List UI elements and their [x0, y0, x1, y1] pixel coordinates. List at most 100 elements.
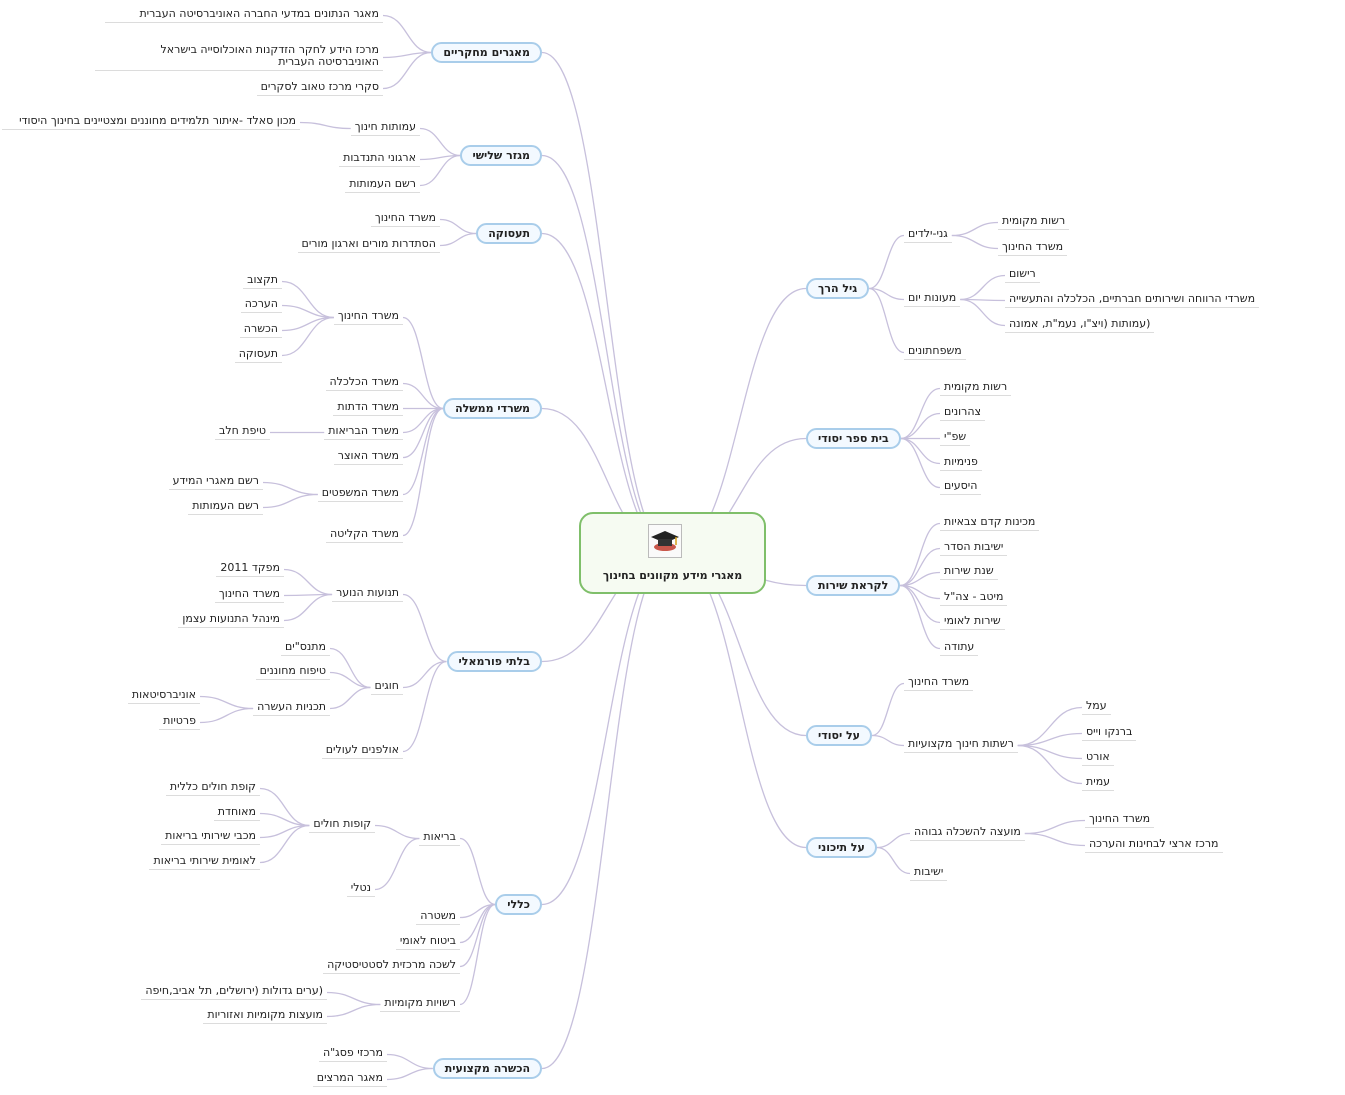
- topic-absorption-ministry[interactable]: משרד הקליטה: [326, 528, 403, 543]
- topic-local-authority[interactable]: רשות מקומית: [940, 381, 1012, 396]
- topic-natali[interactable]: נטלי: [346, 882, 375, 897]
- branch-early-childhood[interactable]: גיל הרך: [806, 278, 870, 299]
- topic-womens-organizations[interactable]: (עמותות (ויצ"ו, נעמ"ת, אמונה: [1005, 318, 1155, 333]
- branch-informal-education[interactable]: בלתי פורמאלי: [446, 651, 542, 672]
- topic-national-service[interactable]: שירות לאומי: [940, 615, 1005, 630]
- topic-yeshivas[interactable]: ישיבות: [910, 866, 948, 881]
- branch-post-secondary[interactable]: על תיכוני: [806, 837, 877, 858]
- topic-youth-movements[interactable]: תנועות הנוער: [332, 587, 403, 602]
- branch-third-sector[interactable]: מגזר שלישי: [460, 145, 542, 166]
- topic-transportation[interactable]: היסעים: [940, 480, 982, 495]
- topic-kindergartens[interactable]: גני-ילדים: [904, 228, 952, 243]
- topic-education-ministry[interactable]: משרד החינוך: [1085, 813, 1155, 828]
- branch-pre-service[interactable]: לקראת שירות: [806, 575, 901, 596]
- topic-after-school-clubs[interactable]: חוגים: [370, 680, 403, 695]
- connector-line: [402, 407, 444, 537]
- topic-education-ministry[interactable]: משרד החינוך: [904, 676, 974, 691]
- topic-psychological-services[interactable]: שפ"י: [940, 431, 971, 446]
- topic-amal[interactable]: עמל: [1082, 700, 1111, 715]
- topic-health[interactable]: בריאות: [419, 831, 460, 846]
- topic-ulpan-for-immigrants[interactable]: אולפנים לעולים: [321, 744, 403, 759]
- topic-religion-ministry[interactable]: משרד הדתות: [333, 401, 403, 416]
- topic-training[interactable]: הכשרה: [239, 323, 282, 338]
- topic-teachers-unions[interactable]: הסתדרות מורים וארגון מורים: [297, 238, 440, 253]
- connector-line: [281, 316, 334, 357]
- topic-national-testing-center[interactable]: מרכז ארצי לבחינות והערכה: [1085, 838, 1223, 853]
- topic-economy-ministry[interactable]: משרד הכלכלה: [325, 376, 403, 391]
- topic-finance-ministry[interactable]: משרד האוצר: [333, 450, 403, 465]
- topic-vocational-networks[interactable]: רשתות חינוך מקצועיות: [904, 738, 1018, 753]
- topic-employment[interactable]: תעסוקה: [234, 348, 282, 363]
- topic-local-regional-councils[interactable]: מועצות מקומיות ואזוריות: [203, 1009, 327, 1024]
- topic-service-year[interactable]: שנת שירות: [940, 565, 998, 580]
- topic-family-daycare[interactable]: משפחתונים: [904, 345, 966, 360]
- topic-national-insurance[interactable]: ביטוח לאומי: [395, 935, 460, 950]
- topic-council-higher-education[interactable]: מועצה להשכלה גבוהה: [910, 826, 1025, 841]
- topic-education-ministry[interactable]: משרד החינוך: [214, 588, 284, 603]
- branch-employment[interactable]: תעסוקה: [476, 223, 542, 244]
- topic-taub-surveys[interactable]: סקרי מרכז טאוב לסקרים: [256, 81, 383, 96]
- topic-lecturers-database[interactable]: מאגר המרצים: [312, 1072, 387, 1087]
- topic-ort[interactable]: אורט: [1082, 751, 1114, 766]
- branch-elementary-school[interactable]: בית ספר יסודי: [806, 428, 901, 449]
- connector-line: [900, 412, 941, 440]
- topic-well-baby-clinic[interactable]: טיפת חלב: [215, 425, 270, 440]
- connector-line: [869, 287, 905, 301]
- branch-government-ministries[interactable]: משרדי ממשלה: [443, 398, 542, 419]
- connector-line: [951, 221, 999, 237]
- topic-community-centers[interactable]: מתנס"ים: [280, 641, 330, 656]
- topic-szold-institute[interactable]: מכון סאלד -איתור תלמידים מחוננים ומצטיינ…: [2, 115, 300, 130]
- topic-maccabi[interactable]: מכבי שירותי בריאות: [161, 830, 260, 845]
- topic-atuda[interactable]: עתודה: [940, 641, 979, 656]
- topic-local-authority[interactable]: רשות מקומית: [998, 215, 1070, 230]
- topic-after-school-care[interactable]: צהרונים: [940, 406, 986, 421]
- topic-boarding-schools[interactable]: פנימיות: [940, 456, 982, 471]
- topic-database-registrar[interactable]: רשם מאגרי המידע: [168, 475, 263, 490]
- branch-general[interactable]: כללי: [495, 894, 542, 915]
- topic-amit[interactable]: עמית: [1082, 776, 1115, 791]
- topic-meitav-idf[interactable]: מיטב - צה"ל: [940, 591, 1008, 606]
- topic-evaluation[interactable]: הערכה: [240, 298, 282, 313]
- branch-research-databases[interactable]: מאגרים מחקריים: [431, 42, 542, 63]
- topic-census-2011[interactable]: מפקד 2011: [216, 562, 284, 577]
- topic-welfare-economy-ministries[interactable]: משרדי הרווחה ושירותים חברתיים, הכלכלה וה…: [1005, 293, 1260, 308]
- topic-registration[interactable]: רישום: [1005, 268, 1040, 283]
- branch-high-school[interactable]: על יסודי: [806, 725, 873, 746]
- topic-clalit[interactable]: קופת חולים כללית: [165, 781, 260, 796]
- topic-education-ministry[interactable]: משרד החינוך: [998, 241, 1068, 256]
- topic-enrichment-programs[interactable]: תכניות העשרה: [253, 701, 330, 716]
- topic-health-funds[interactable]: קופות חולים: [309, 818, 375, 833]
- topic-nonprofit-registrar[interactable]: רשם העמותות: [345, 178, 420, 193]
- topic-police[interactable]: משטרה: [416, 910, 460, 925]
- topic-private[interactable]: פרטיות: [159, 715, 200, 730]
- topic-local-authorities[interactable]: רשויות מקומיות: [380, 997, 460, 1012]
- topic-meuhedet[interactable]: מאוחדת: [213, 806, 260, 821]
- topic-volunteer-orgs[interactable]: ארגוני התנדבות: [339, 152, 420, 167]
- topic-social-sciences-data[interactable]: מאגר הנתונים במדעי החברה האוניברסיטה העב…: [105, 8, 383, 23]
- topic-daycare-centers[interactable]: מעונות יום: [904, 292, 961, 307]
- branch-vocational-training[interactable]: הכשרה מקצועית: [432, 1058, 542, 1079]
- topic-education-ministry[interactable]: משרד החינוך: [370, 212, 440, 227]
- topic-movements-administration[interactable]: מינהל התנועות עצמן: [178, 613, 284, 628]
- topic-pre-military-academies[interactable]: מכינות קדם צבאיות: [940, 516, 1040, 531]
- topic-justice-ministry[interactable]: משרד המשפטים: [317, 487, 403, 502]
- topic-aging-knowledge-center[interactable]: מרכז הידע לחקר הזדקנות האוכלוסייה בישראל…: [95, 44, 383, 71]
- topic-large-cities[interactable]: (ערים גדולות (ירושלים, תל אביב,חיפה: [141, 985, 327, 1000]
- topic-leumit[interactable]: לאומית שירותי בריאות: [149, 855, 260, 870]
- topic-branco-weiss[interactable]: ברנקו וייס: [1082, 726, 1137, 741]
- topic-universities[interactable]: אוניברסיטאות: [127, 689, 200, 704]
- topic-central-bureau-statistics[interactable]: לשכה מרכזית לסטטיסטיקה: [323, 959, 460, 974]
- topic-gifted-programs[interactable]: טיפוח מחוננים: [255, 665, 330, 680]
- connector-line: [281, 280, 334, 319]
- topic-nonprofit-registrar[interactable]: רשם העמותות: [188, 500, 263, 515]
- topic-pisga-centers[interactable]: מרכזי פסג"ה: [318, 1047, 387, 1062]
- topic-education-ministry[interactable]: משרד החינוך: [333, 310, 403, 325]
- topic-hesder-yeshivas[interactable]: ישיבות הסדר: [940, 541, 1008, 556]
- connector-line: [459, 903, 496, 968]
- topic-education-nonprofits[interactable]: עמותות חינוך: [350, 121, 420, 136]
- topic-budgeting[interactable]: תקצוב: [243, 274, 282, 289]
- connector-line: [869, 234, 905, 290]
- topic-health-ministry[interactable]: משרד הבריאות: [324, 425, 403, 440]
- central-topic[interactable]: מאגרי מידע מקוונים בחינוך: [579, 512, 766, 594]
- connector-line: [459, 903, 496, 1006]
